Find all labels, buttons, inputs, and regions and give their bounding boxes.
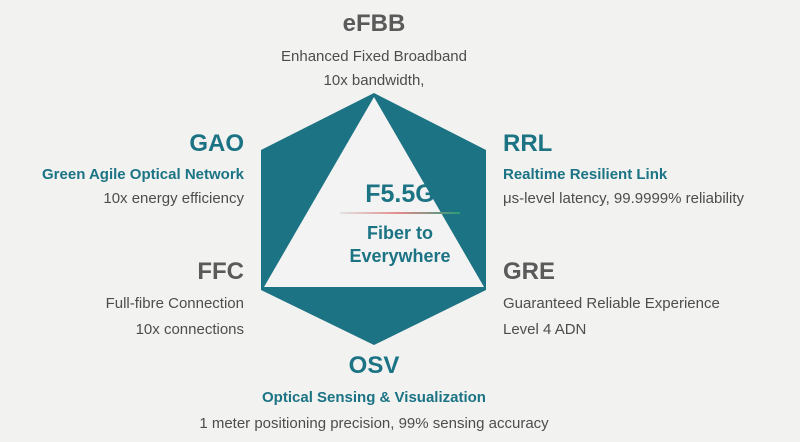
node-osv: OSV Optical Sensing & Visualization 1 me…	[100, 352, 648, 437]
node-gao: GAO Green Agile Optical Network 10x ener…	[0, 130, 244, 211]
center-subtitle: Fiber to Everywhere	[290, 222, 510, 269]
efbb-heading: eFBB	[342, 10, 406, 37]
efbb-line1: Enhanced Fixed Broadband	[281, 47, 467, 65]
center-divider	[340, 212, 460, 214]
osv-subtitle: Optical Sensing & Visualization	[262, 388, 486, 406]
node-efbb: eFBB Enhanced Fixed Broadband 10x bandwi…	[224, 10, 524, 93]
gre-heading: GRE	[503, 258, 556, 285]
ffc-line2: 10x connections	[135, 320, 244, 338]
rrl-subtitle: Realtime Resilient Link	[503, 165, 668, 183]
node-ffc: FFC Full-fibre Connection 10x connection…	[0, 258, 244, 343]
center-subtitle-line2: Everywhere	[349, 246, 451, 267]
gao-heading: GAO	[189, 130, 244, 157]
gao-subtitle: Green Agile Optical Network	[42, 165, 244, 183]
inner-triangle	[264, 97, 484, 287]
center-subtitle-line1: Fiber to	[367, 223, 433, 243]
rrl-heading: RRL	[503, 130, 553, 157]
gre-line2: Level 4 ADN	[503, 320, 587, 338]
osv-line1: 1 meter positioning precision, 99% sensi…	[199, 414, 549, 432]
osv-heading: OSV	[348, 352, 400, 379]
center-title: F5.5G	[365, 180, 435, 208]
node-rrl: RRL Realtime Resilient Link μs-level lat…	[503, 130, 793, 211]
node-gre: GRE Guaranteed Reliable Experience Level…	[503, 258, 793, 343]
rrl-line1: μs-level latency, 99.9999% reliability	[503, 189, 744, 207]
ffc-line1: Full-fibre Connection	[105, 294, 244, 312]
ffc-heading: FFC	[197, 258, 244, 285]
gao-line1: 10x energy efficiency	[103, 189, 244, 207]
gre-line1: Guaranteed Reliable Experience	[503, 294, 720, 312]
efbb-line2: 10x bandwidth,	[323, 71, 425, 89]
